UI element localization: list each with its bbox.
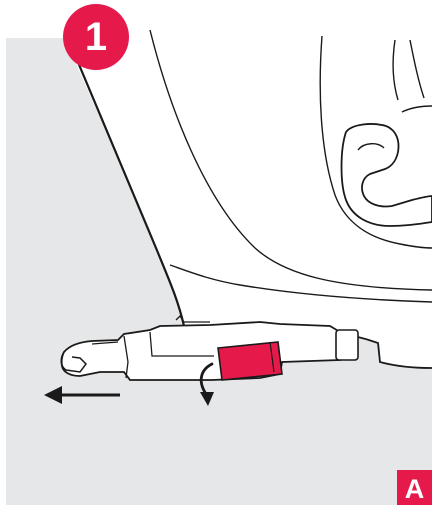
seat-wing-top xyxy=(401,105,432,113)
curved-arrow-head xyxy=(200,392,214,406)
step-number: 1 xyxy=(85,15,107,59)
isofix-housing xyxy=(335,329,359,361)
seat-contour-1 xyxy=(149,29,432,291)
seat-wing-inner xyxy=(357,143,385,151)
seat-contour-2 xyxy=(169,264,432,303)
seat-contour-3 xyxy=(319,35,432,249)
curved-arrow-down-icon xyxy=(199,362,214,396)
isofix-arm-line-3 xyxy=(91,341,119,345)
arrow-left-icon xyxy=(44,386,62,404)
step-badge xyxy=(63,4,129,70)
isofix-hook xyxy=(60,351,87,373)
release-button-edge xyxy=(269,341,275,373)
isofix-arm-line-2 xyxy=(149,331,214,357)
isofix-clip xyxy=(175,314,210,323)
seat-contour-4 xyxy=(392,39,399,101)
seat-wing xyxy=(340,123,432,227)
panel-letter-box xyxy=(397,470,432,505)
release-button-icon xyxy=(217,341,283,381)
panel-letter: A xyxy=(405,474,425,504)
seat-outline-left xyxy=(70,47,186,327)
seat-body xyxy=(70,0,432,368)
isofix-arm-line-1 xyxy=(123,335,129,379)
seat-wing-edge xyxy=(409,39,425,99)
